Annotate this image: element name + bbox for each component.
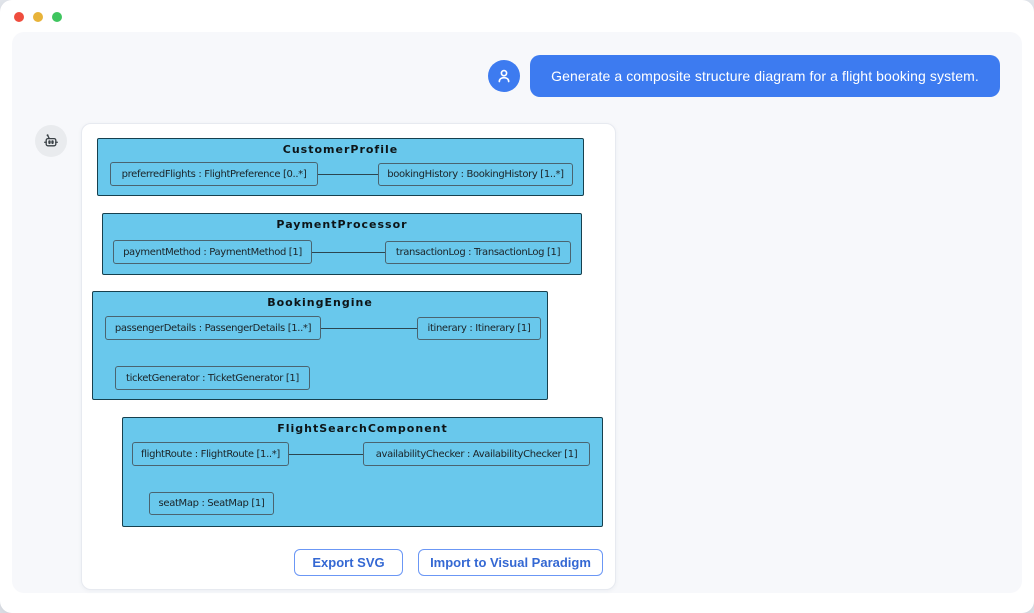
user-message-bubble: Generate a composite structure diagram f… — [530, 55, 1000, 97]
zoom-window-button[interactable] — [52, 12, 62, 22]
part-flightroute[interactable]: flightRoute : FlightRoute [1..*] — [132, 442, 289, 466]
part-passengerdetails[interactable]: passengerDetails : PassengerDetails [1..… — [105, 316, 321, 340]
part-itinerary[interactable]: itinerary : Itinerary [1] — [417, 317, 541, 340]
connector-line — [289, 454, 363, 455]
component-title: PaymentProcessor — [276, 218, 408, 231]
user-avatar — [488, 60, 520, 92]
component-title: FlightSearchComponent — [277, 422, 448, 435]
diagram-card: CustomerProfile preferredFlights : Fligh… — [81, 123, 616, 590]
user-message-text: Generate a composite structure diagram f… — [551, 68, 979, 84]
connector-line — [318, 174, 378, 175]
export-svg-button[interactable]: Export SVG — [294, 549, 403, 576]
import-visual-paradigm-button[interactable]: Import to Visual Paradigm — [418, 549, 603, 576]
component-title: BookingEngine — [267, 296, 373, 309]
titlebar — [0, 0, 1034, 32]
part-paymentmethod[interactable]: paymentMethod : PaymentMethod [1] — [113, 240, 312, 264]
part-availabilitychecker[interactable]: availabilityChecker : AvailabilityChecke… — [363, 442, 590, 466]
part-transactionlog[interactable]: transactionLog : TransactionLog [1] — [385, 241, 571, 264]
person-icon — [498, 69, 510, 83]
bot-avatar — [35, 125, 67, 157]
robot-icon — [44, 134, 58, 147]
connector-line — [321, 328, 417, 329]
close-window-button[interactable] — [14, 12, 24, 22]
component-title: CustomerProfile — [282, 143, 399, 156]
minimize-window-button[interactable] — [33, 12, 43, 22]
part-preferredflights[interactable]: preferredFlights : FlightPreference [0..… — [110, 162, 318, 186]
connector-line — [312, 252, 385, 253]
part-bookinghistory[interactable]: bookingHistory : BookingHistory [1..*] — [378, 163, 573, 186]
part-ticketgenerator[interactable]: ticketGenerator : TicketGenerator [1] — [115, 366, 310, 390]
part-seatmap[interactable]: seatMap : SeatMap [1] — [149, 492, 274, 515]
